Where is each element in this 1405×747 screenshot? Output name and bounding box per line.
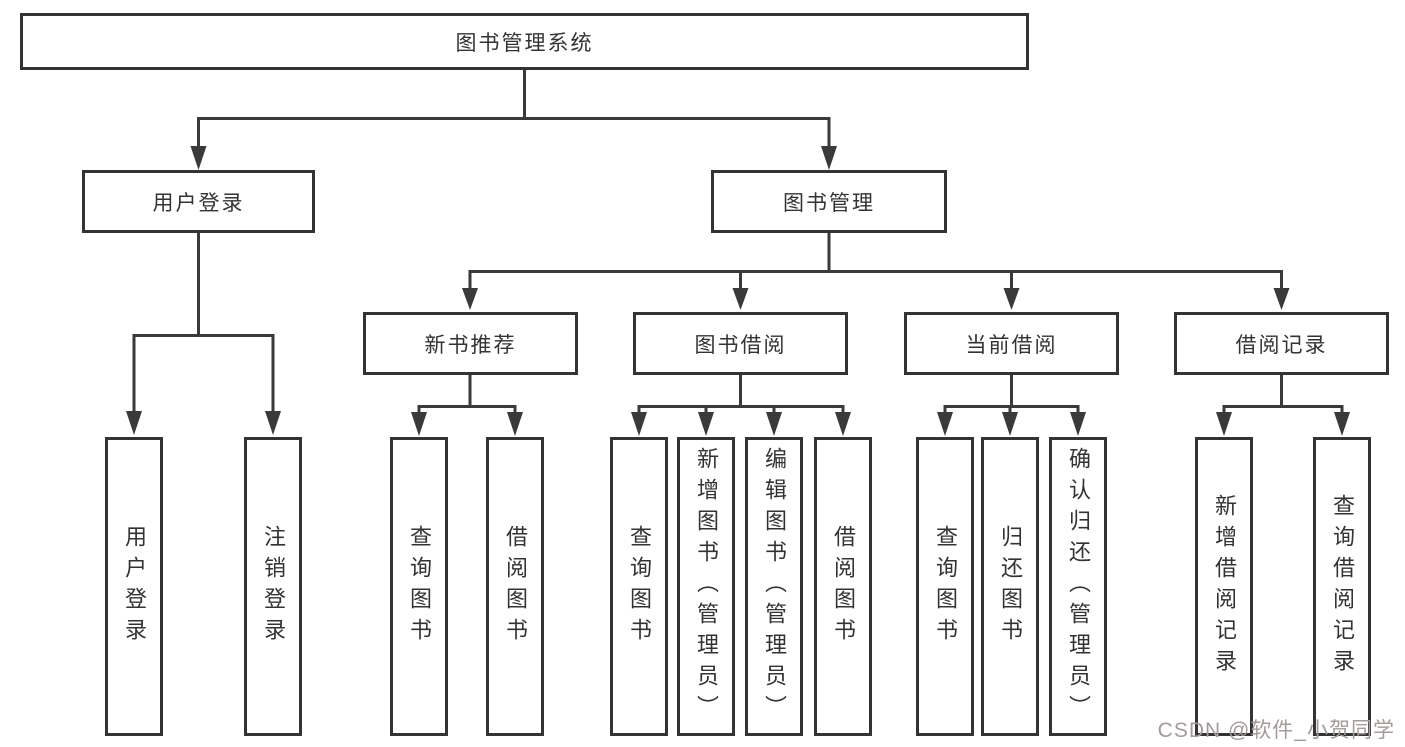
leaf-query-books-current: 查询图书 (916, 437, 974, 736)
leaf-borrow-books-label: 借阅图书 (831, 524, 856, 649)
node-user-login: 用户登录 (82, 170, 315, 233)
leaf-borrow-books: 借阅图书 (814, 437, 872, 736)
connector-new-book-recommend (411, 375, 523, 436)
leaf-borrow-books-recommend: 借阅图书 (486, 437, 544, 736)
leaf-confirm-return-admin-label: 确认归还（管理员） (1066, 447, 1091, 726)
leaf-add-books-admin: 新增图书（管理员） (677, 437, 735, 736)
connector-root (190, 69, 837, 170)
connector-book-borrow (631, 375, 851, 436)
node-borrow-records: 借阅记录 (1174, 312, 1389, 375)
node-new-book-recommend-label: 新书推荐 (424, 333, 517, 357)
leaf-user-login-label: 用户登录 (122, 524, 147, 649)
leaf-logout-login: 注销登录 (244, 437, 302, 736)
connector-book-management (462, 233, 1290, 310)
node-root-label: 图书管理系统 (455, 31, 594, 55)
node-book-borrow-label: 图书借阅 (694, 333, 787, 357)
node-book-management-label: 图书管理 (783, 191, 875, 215)
node-user-login-label: 用户登录 (152, 191, 245, 215)
leaf-confirm-return-admin: 确认归还（管理员） (1049, 437, 1107, 736)
leaf-user-login: 用户登录 (105, 437, 163, 736)
connector-borrow-records (1216, 375, 1350, 436)
leaf-borrow-books-recommend-label: 借阅图书 (503, 524, 528, 649)
leaf-logout-login-label: 注销登录 (261, 524, 286, 649)
leaf-edit-books-admin-label: 编辑图书（管理员） (762, 447, 787, 726)
node-current-borrow: 当前借阅 (904, 312, 1119, 375)
connector-current-borrow (937, 375, 1086, 436)
leaf-add-books-admin-label: 新增图书（管理员） (694, 447, 719, 726)
leaf-query-books-recommend-label: 查询图书 (407, 524, 432, 649)
node-book-borrow: 图书借阅 (633, 312, 848, 375)
leaf-query-borrow-record-label: 查询借阅记录 (1330, 493, 1355, 680)
leaf-query-books-borrow: 查询图书 (610, 437, 668, 736)
leaf-query-borrow-record: 查询借阅记录 (1313, 437, 1371, 736)
leaf-return-books-label: 归还图书 (998, 524, 1023, 649)
leaf-add-borrow-record: 新增借阅记录 (1195, 437, 1253, 736)
node-borrow-records-label: 借阅记录 (1235, 333, 1328, 357)
connector-user-login (126, 233, 281, 435)
leaf-query-books-recommend: 查询图书 (390, 437, 448, 736)
node-current-borrow-label: 当前借阅 (965, 333, 1058, 357)
leaf-edit-books-admin: 编辑图书（管理员） (745, 437, 803, 736)
node-book-management: 图书管理 (711, 170, 947, 233)
leaf-return-books: 归还图书 (981, 437, 1039, 736)
node-root: 图书管理系统 (20, 13, 1029, 70)
csdn-watermark: CSDN @软件_小贺同学 (1157, 719, 1395, 742)
node-new-book-recommend: 新书推荐 (363, 312, 578, 375)
leaf-add-borrow-record-label: 新增借阅记录 (1212, 493, 1237, 680)
leaf-query-books-borrow-label: 查询图书 (627, 524, 652, 649)
leaf-query-books-current-label: 查询图书 (933, 524, 958, 649)
